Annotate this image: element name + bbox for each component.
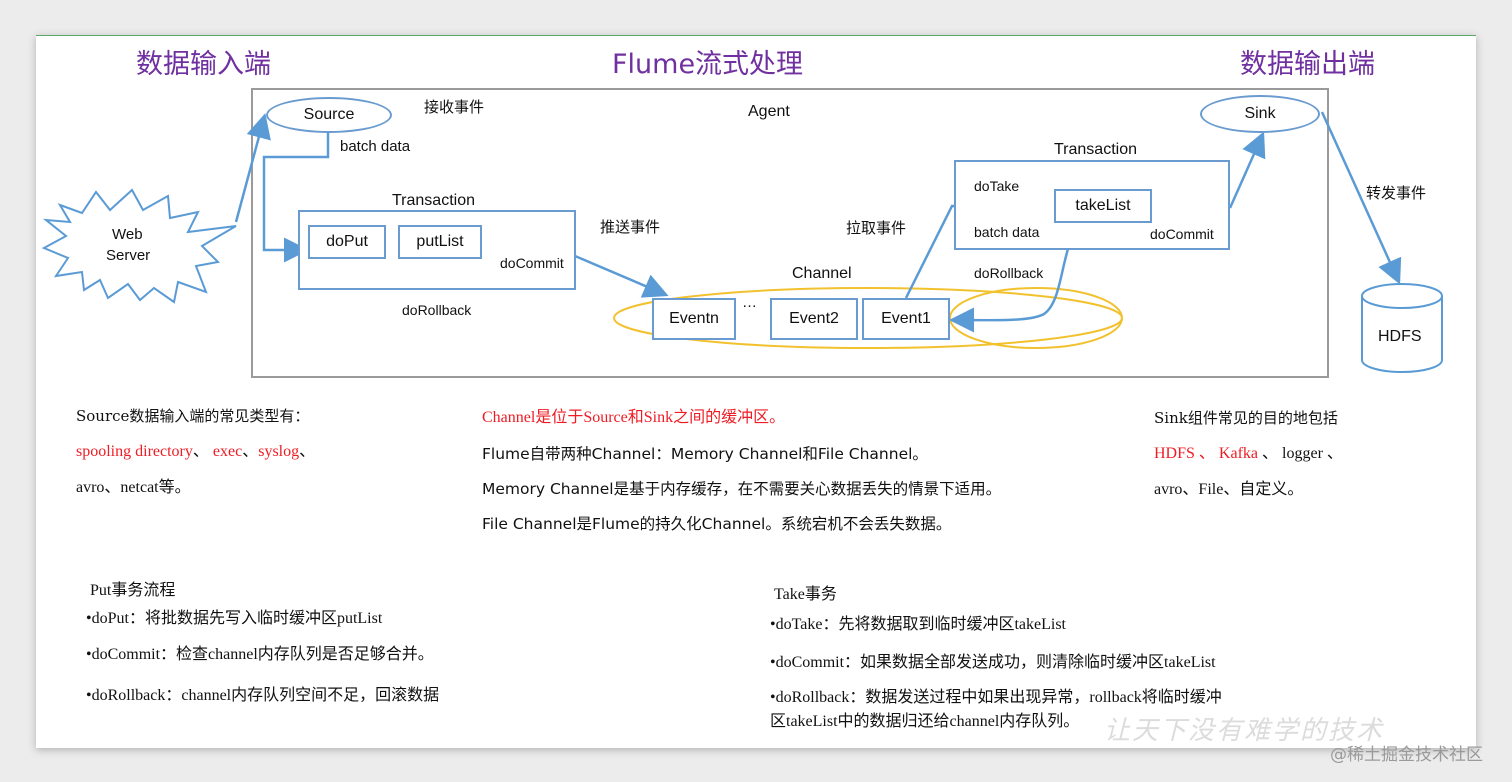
takelist-label: takeList <box>1075 197 1131 214</box>
doput-box: doPut <box>308 225 386 259</box>
source-sep-3: 、 <box>299 443 316 460</box>
transaction-left-label: Transaction <box>392 192 475 209</box>
take-flow-item3a: •doRollback：数据发送过程中如果出现异常，rollback将临时缓冲 <box>770 689 1222 706</box>
sink-desc-line1: Sink组件常见的目的地包括 <box>1154 409 1338 427</box>
agent-frame <box>251 88 1329 378</box>
sink-node: Sink <box>1200 95 1320 133</box>
dorollback-left-label: doRollback <box>402 302 472 318</box>
source-desc-line3: avro、netcat等。 <box>76 479 191 496</box>
receive-event-label: 接收事件 <box>424 98 485 116</box>
putlist-label: putList <box>416 233 464 250</box>
source-desc-line1: Source数据输入端的常见类型有： <box>76 407 310 425</box>
header-flume: Flume流式处理 <box>612 49 804 80</box>
hdfs-cylinder-top <box>1361 283 1443 309</box>
docommit-left-label: doCommit <box>500 255 564 271</box>
doput-label: doPut <box>326 233 368 250</box>
header-input: 数据输入端 <box>136 49 271 80</box>
event1-box: Event1 <box>862 298 950 340</box>
eventn-label: Eventn <box>669 310 719 327</box>
take-flow-title: Take事务 <box>774 586 837 603</box>
web-server-label-2: Server <box>106 247 151 264</box>
event2-box: Event2 <box>770 298 858 340</box>
arrow-commit-to-sink <box>1228 131 1266 209</box>
channel-desc-line2: Flume自带两种Channel：Memory Channel和File Cha… <box>482 445 928 463</box>
take-flow-item3b: 区takeList中的数据归还给channel内存队列。 <box>770 713 1080 730</box>
source-node: Source <box>266 97 392 133</box>
arrow-source-to-doput <box>262 130 330 263</box>
channel-desc-line1: Channel是位于Source和Sink之间的缓冲区。 <box>482 409 786 426</box>
takelist-box: takeList <box>1054 189 1152 223</box>
slide-card <box>36 35 1476 748</box>
arrow-web-to-source <box>234 113 271 223</box>
sink-sep-3: 、 <box>1326 445 1343 462</box>
source-type-exec: exec <box>212 443 243 460</box>
batch-data-right-label: batch data <box>974 224 1040 240</box>
channel-ellipsis: … <box>742 294 757 311</box>
batch-data-left-label: batch data <box>340 138 411 155</box>
web-server-label-1: Web <box>112 226 143 243</box>
source-label: Source <box>303 106 355 123</box>
docommit-right-label: doCommit <box>1150 226 1214 242</box>
put-flow-item1: •doPut：将批数据先写入临时缓冲区putList <box>86 610 383 627</box>
source-sep-2: 、 <box>242 443 259 460</box>
put-flow-item2: •doCommit：检查channel内存队列是否足够合并。 <box>86 646 434 663</box>
sink-dest-hdfs: HDFS <box>1154 445 1195 462</box>
slogan-watermark: 让天下没有难学的技术 <box>1104 716 1385 746</box>
dotake-label: doTake <box>974 178 1020 194</box>
sink-desc-line3: avro、File、自定义。 <box>1154 481 1304 498</box>
sink-sep-2: 、 <box>1262 445 1279 462</box>
sink-desc-line2: HDFS 、 Kafka 、 logger 、 <box>1154 436 1343 472</box>
site-watermark: @稀土掘金技术社区 <box>1330 745 1483 765</box>
channel-label: Channel <box>792 265 852 282</box>
put-flow-title: Put事务流程 <box>90 582 176 599</box>
rollback-path-right <box>949 221 1082 333</box>
arrow-commit-to-channel <box>574 254 669 298</box>
web-server-shape <box>41 188 237 304</box>
dorollback-right-label: doRollback <box>974 265 1044 281</box>
channel-desc-line4: File Channel是Flume的持久化Channel。系统宕机不会丢失数据… <box>482 515 952 533</box>
putlist-box: putList <box>398 225 482 259</box>
hdfs-label: HDFS <box>1378 328 1422 345</box>
source-sep-1: 、 <box>192 443 209 460</box>
source-desc-line2: spooling directory、 exec、syslog、 <box>76 434 315 470</box>
sink-sep-1: 、 <box>1198 445 1215 462</box>
pull-event-label: 拉取事件 <box>846 219 907 237</box>
hdfs-cylinder <box>1361 296 1443 373</box>
source-type-spooling: spooling directory <box>76 443 193 460</box>
sink-dest-kafka: Kafka <box>1218 445 1259 462</box>
put-flow-item3: •doRollback：channel内存队列空间不足，回滚数据 <box>86 687 440 704</box>
sink-label: Sink <box>1244 105 1276 122</box>
forward-event-label: 转发事件 <box>1366 184 1427 202</box>
header-output: 数据输出端 <box>1240 49 1375 80</box>
arrow-sink-to-hdfs <box>1320 111 1402 285</box>
event1-label: Event1 <box>881 310 931 327</box>
take-flow-item2: •doCommit：如果数据全部发送成功，则清除临时缓冲区takeList <box>770 654 1216 671</box>
eventn-box: Eventn <box>652 298 736 340</box>
source-type-syslog: syslog <box>258 443 300 460</box>
transaction-right-label: Transaction <box>1054 141 1137 158</box>
sink-dest-logger: logger <box>1282 445 1323 462</box>
take-flow-item1: •doTake：先将数据取到临时缓冲区takeList <box>770 616 1067 633</box>
push-event-label: 推送事件 <box>600 218 661 236</box>
channel-desc-line3: Memory Channel是基于内存缓存，在不需要关心数据丢失的情景下适用。 <box>482 480 1002 498</box>
event2-label: Event2 <box>789 310 839 327</box>
agent-label: Agent <box>748 103 790 120</box>
